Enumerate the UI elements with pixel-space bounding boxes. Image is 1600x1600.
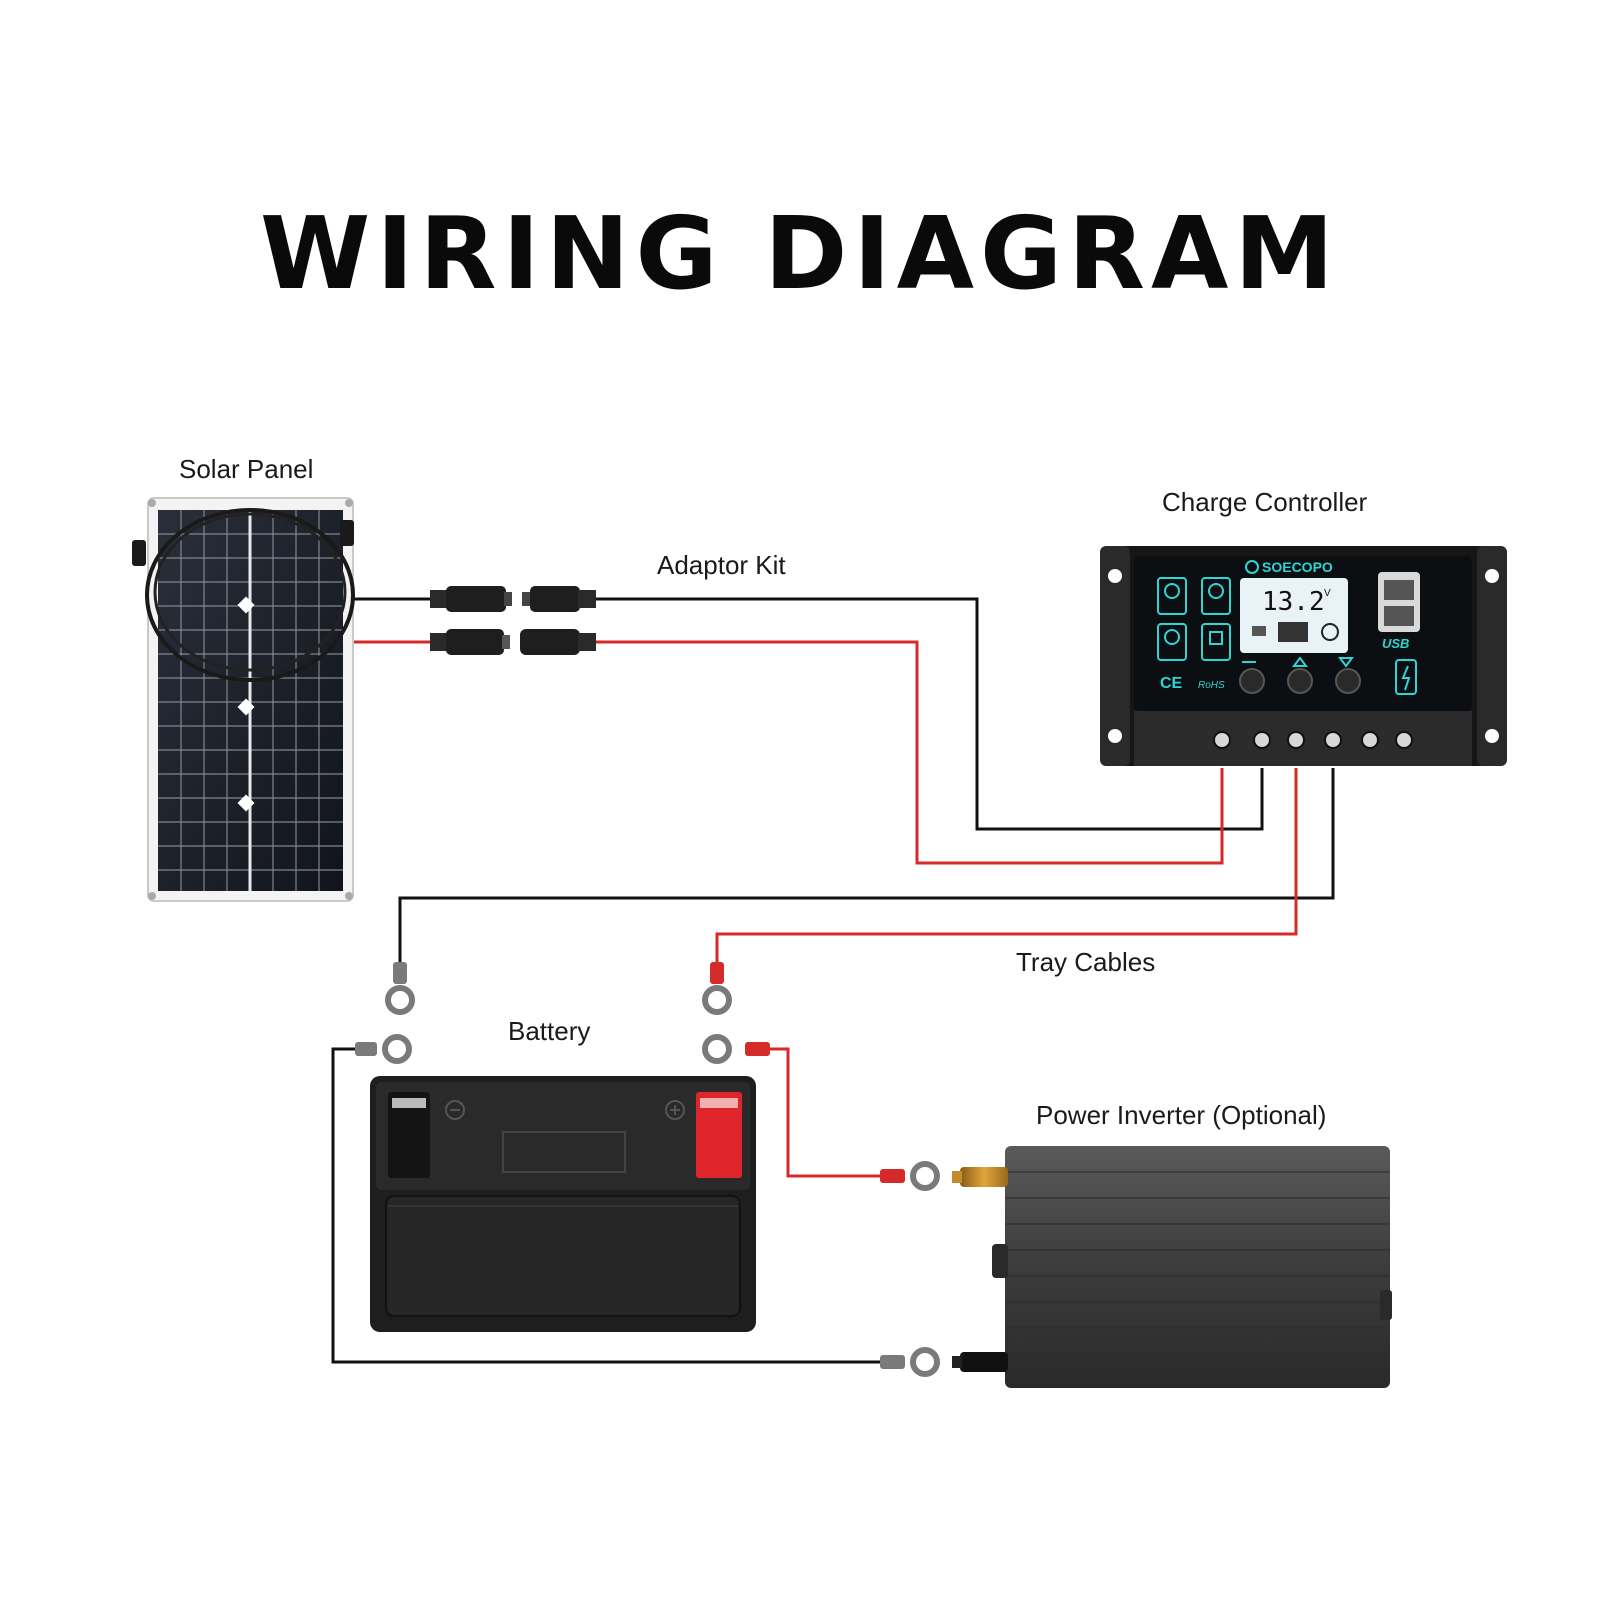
battery-negative-wire — [398, 768, 1335, 962]
tray-cables-label: Tray Cables — [1016, 947, 1156, 977]
ring-terminals — [355, 962, 940, 1377]
inverter-positive-terminal — [952, 1167, 1008, 1187]
solar-panel — [132, 497, 355, 902]
lcd-screen — [1240, 578, 1348, 653]
inverter-positive-ring-terminal — [880, 1161, 940, 1191]
charge-controller-label: Charge Controller — [1162, 487, 1368, 517]
adaptor-kit-label: Adaptor Kit — [657, 550, 786, 580]
controller-brand: SOECOPO — [1262, 559, 1333, 575]
mc4-connector-negative-male — [430, 586, 512, 612]
battery-positive-wire — [715, 768, 1298, 962]
adaptor-kit-connectors — [430, 586, 596, 655]
controller-button-down — [1335, 668, 1361, 694]
battery-negative-ring-terminal — [385, 962, 415, 1015]
battery-negative-inverter-terminal — [355, 1034, 412, 1064]
controller-button-menu — [1239, 668, 1265, 694]
power-inverter-label: Power Inverter (Optional) — [1036, 1100, 1327, 1130]
usb-label: USB — [1382, 636, 1409, 651]
inverter-negative-wire — [331, 1047, 880, 1364]
inverter-negative-ring-terminal — [880, 1347, 940, 1377]
battery-positive-inverter-terminal — [702, 1034, 770, 1064]
controller-terminals — [1213, 731, 1413, 749]
power-inverter — [952, 1146, 1392, 1388]
battery-positive-ring-terminal — [702, 962, 732, 1015]
battery — [370, 1076, 756, 1332]
solar-positive-wire-run — [596, 640, 1224, 865]
controller-function-icons — [1157, 577, 1231, 661]
controller-button-up — [1287, 668, 1313, 694]
mc4-connector-negative-female — [522, 586, 596, 612]
wires — [331, 597, 1335, 1364]
battery-label: Battery — [508, 1016, 591, 1046]
charge-controller: SOECOPO CE RoHS 13.2 V USB — [1100, 546, 1507, 766]
solar-panel-label: Solar Panel — [179, 454, 314, 484]
mc4-connector-positive-male — [430, 629, 510, 655]
mc4-connector-positive-female — [520, 629, 596, 655]
solar-negative-wire-run — [596, 597, 1264, 831]
inverter-positive-wire — [770, 1047, 880, 1178]
lcd-voltage-unit: V — [1324, 588, 1331, 599]
rohs-mark: RoHS — [1198, 680, 1225, 691]
page-title: WIRING DIAGRAM — [260, 195, 1340, 312]
inverter-negative-terminal — [952, 1352, 1008, 1372]
lcd-voltage-value: 13.2 — [1262, 587, 1325, 617]
ce-mark: CE — [1160, 675, 1183, 692]
